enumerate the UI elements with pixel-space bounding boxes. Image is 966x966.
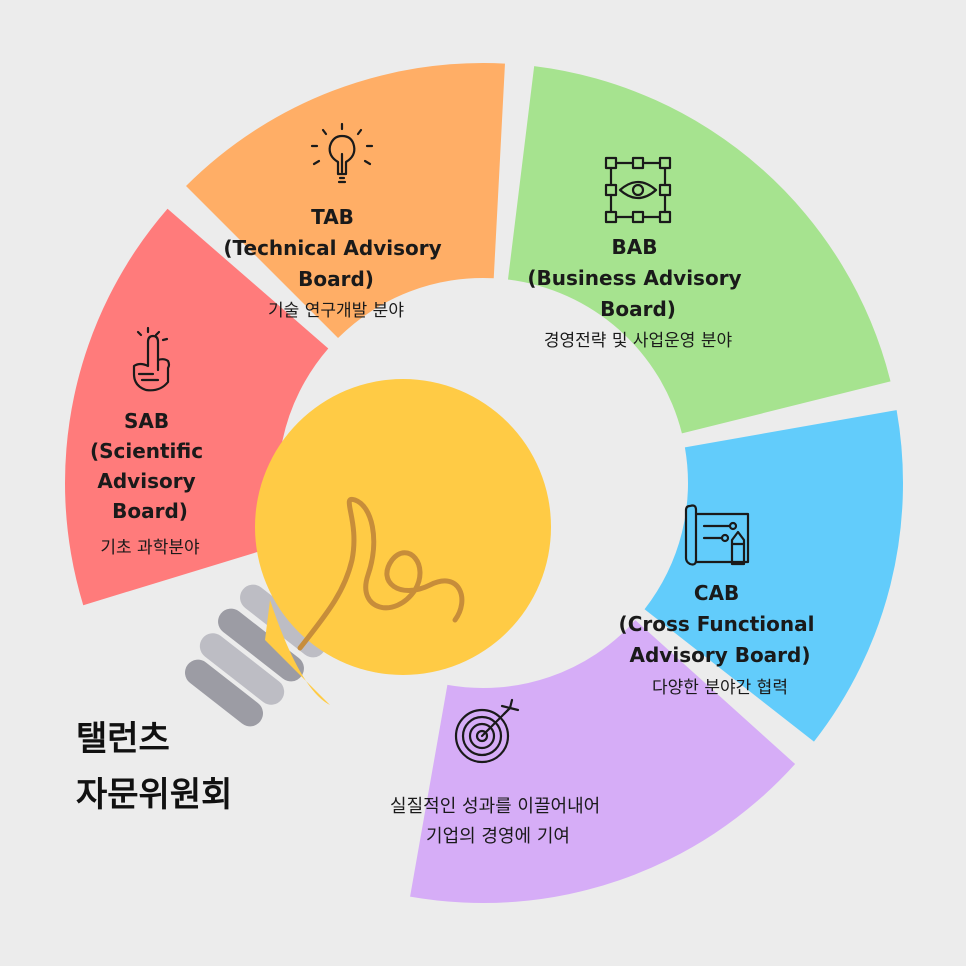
org-title-line1: 탤런츠 [76, 719, 170, 759]
org-title: 탤런츠 자문위원회 [76, 719, 232, 815]
bulb-base [184, 584, 326, 727]
bab-title: BAB (Business Advisory Board) [527, 235, 748, 321]
bab-subtitle: 경영전략 및 사업운영 분야 [544, 331, 733, 351]
goal-text-line: 기업의 경영에 기여 [426, 826, 570, 847]
bab-title-line: Board) [600, 297, 676, 321]
tab-subtitle: 기술 연구개발 분야 [268, 301, 404, 321]
segment-goal [410, 620, 796, 903]
segment-bab [507, 66, 891, 434]
bulb-filament [297, 496, 465, 651]
tab-group: TAB (Technical Advisory Board) 기술 연구개발 분… [223, 122, 448, 321]
sab-title-line: Advisory [97, 469, 195, 493]
sab-group: SAB (Scientific Advisory Board) 기초 과학분야 [90, 326, 210, 558]
blueprint-pencil-icon [684, 504, 750, 566]
segments-ring [64, 62, 903, 903]
bulb-neck [265, 600, 330, 705]
cab-title-line: Advisory Board) [630, 643, 811, 667]
light-bulb-illustration [184, 379, 551, 727]
org-title-line2: 자문위원회 [76, 775, 232, 815]
sab-title: SAB (Scientific Advisory Board) [90, 409, 210, 523]
light-bulb-icon [310, 122, 374, 184]
tab-title-line: (Technical Advisory [223, 236, 441, 260]
goal-text-line: 실질적인 성과를 이끌어내어 [390, 796, 600, 817]
cab-title-line: CAB [694, 581, 739, 605]
sab-subtitle: 기초 과학분야 [100, 538, 200, 558]
sab-title-line: SAB [124, 409, 169, 433]
tab-title-line: Board) [298, 267, 374, 291]
cab-title: CAB (Cross Functional Advisory Board) [619, 581, 822, 667]
bulb-base-ring [199, 633, 285, 705]
goal-group: 실질적인 성과를 이끌어내어 기업의 경영에 기여 [390, 698, 606, 847]
bulb-base-ring [184, 659, 264, 727]
bab-title-line: (Business Advisory [527, 266, 741, 290]
bab-title-line: BAB [612, 235, 658, 259]
goal-text: 실질적인 성과를 이끌어내어 기업의 경영에 기여 [390, 796, 606, 847]
cab-subtitle: 다양한 분야간 협력 [652, 678, 788, 698]
sab-title-line: (Scientific [90, 439, 203, 463]
network-eye-icon [604, 156, 672, 224]
cab-group: CAB (Cross Functional Advisory Board) 다양… [619, 504, 822, 698]
bulb-base-ring [218, 608, 304, 682]
sab-title-line: Board) [112, 499, 188, 523]
raised-finger-hand-icon [132, 326, 171, 392]
cab-title-line: (Cross Functional [619, 612, 815, 636]
segment-tab [186, 62, 505, 339]
tab-title: TAB (Technical Advisory Board) [223, 205, 448, 291]
tab-title-line: TAB [311, 205, 354, 229]
bab-group: BAB (Business Advisory Board) 경영전략 및 사업운… [527, 156, 748, 351]
target-arrow-icon [454, 698, 520, 764]
bulb-glass [255, 379, 551, 675]
segment-cab [644, 410, 903, 742]
